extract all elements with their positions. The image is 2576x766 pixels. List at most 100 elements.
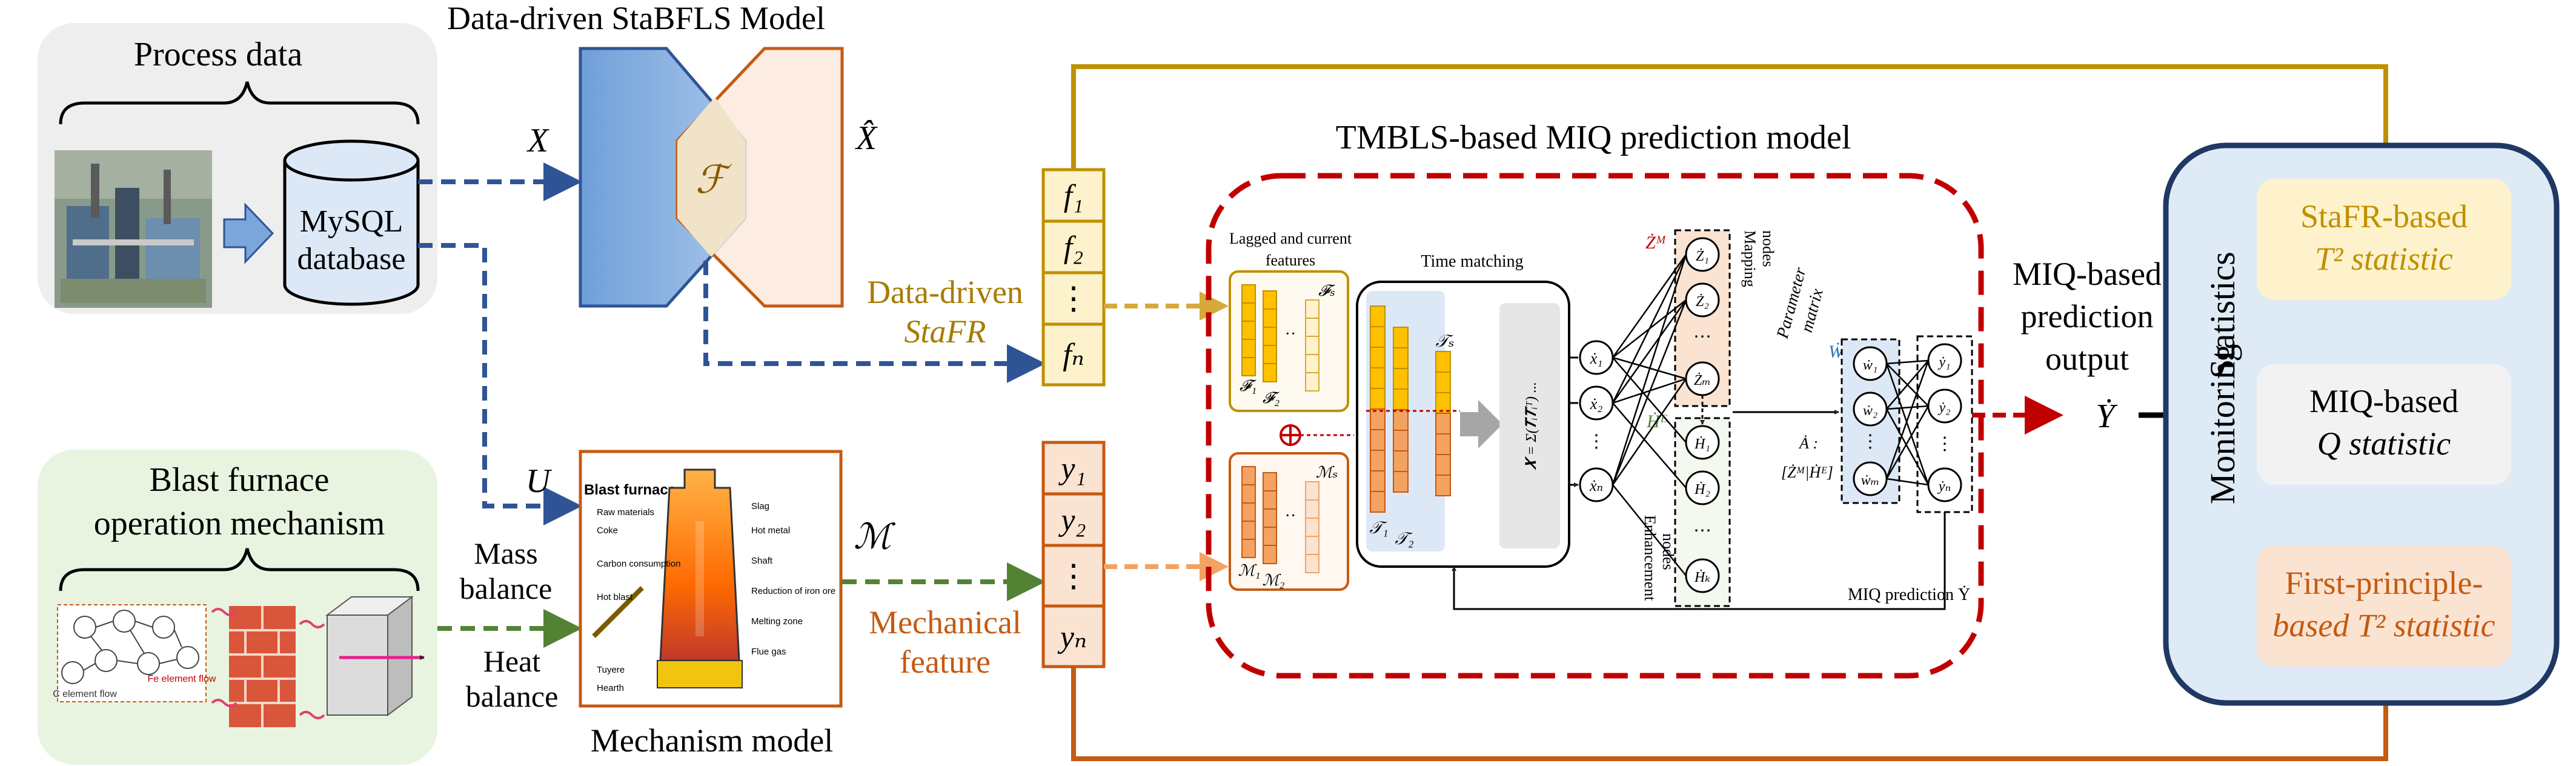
weight-node-dots: ⋮ (1861, 431, 1879, 451)
blast-furnace-title-line2: operation mechanism (94, 505, 385, 542)
mech-note-4: Tuyere (597, 665, 625, 675)
stafr-cell-2 (1041, 271, 1106, 326)
stafr-fn: fₙ (1063, 338, 1084, 372)
stafr-to-monitoring-line (1071, 64, 2405, 185)
lagged-label-line1: Lagged and current (1229, 230, 1352, 247)
time-matching-box: 𝒯₁ 𝒯₂ 𝒯ₛ 𝑿 = Σ(𝑻ᵢ𝑻ᵢᵀ) ... (1356, 281, 1570, 568)
heat-block-icon (325, 596, 425, 716)
lagged-label-line2: features (1266, 251, 1315, 269)
y-dot-symbol: Ẏ (2096, 398, 2118, 435)
weight-node-1-label: ẇ₁ (1863, 358, 1877, 373)
blast-furnace-panel: Blast furnace operation mechanism Fe ele… (38, 450, 437, 765)
t2-symbol: 𝒯₂ (1395, 530, 1413, 548)
stafr-stat-line2: T² statistic (2315, 241, 2453, 277)
weight-node-m-label: ẇₘ (1861, 473, 1880, 488)
element-flow-graph: Fe element flow C element flow (53, 604, 216, 702)
process-data-title: Process data (134, 36, 303, 73)
mech-note-7: Hot metal (751, 525, 790, 536)
u-flow-arrow (418, 243, 582, 525)
time-matching-label: Time matching (1421, 252, 1523, 271)
tmbls-title: TMBLS-based MIQ prediction model (1336, 119, 1851, 156)
a-label: Ȧ : (1798, 435, 1818, 452)
stafr-cell-1 (1041, 219, 1106, 275)
mass-balance-line2: balance (460, 571, 553, 605)
mech-dots: ⋮ (1058, 559, 1089, 594)
mechanism-notes: Raw materials Coke Carbon consumption Ho… (597, 501, 835, 693)
mechanism-model: Blast furnace Raw materials Coke Carbon … (579, 450, 843, 759)
miq-stat-line1: MIQ-based (2309, 383, 2458, 419)
database-label-line1: MySQL (300, 204, 403, 239)
stafr-label-line1: Data-driven (867, 274, 1023, 310)
mapping-node-2-label: Ż₂ (1696, 294, 1709, 310)
mech-note-5: Hearth (597, 683, 624, 693)
output-node-1-label: ẏ₁ (1938, 355, 1951, 370)
t1-symbol: 𝒯₁ (1369, 519, 1388, 538)
output-label-line3: output (2045, 341, 2129, 377)
blast-furnace-title-line1: Blast furnace (150, 461, 330, 499)
mech-note-3: Hot blast (597, 592, 633, 602)
stabfls-overlap (677, 97, 745, 257)
stafr-statistic-card (2257, 179, 2511, 300)
ts-symbol: 𝒯ₛ (1436, 332, 1455, 351)
mysql-database-icon: MySQL database (283, 139, 420, 306)
mech-note-6: Slag (751, 501, 769, 511)
mech-note-1: Coke (597, 525, 618, 536)
heat-balance-line1: Heat (483, 644, 540, 678)
stafr-cell-0 (1041, 168, 1106, 223)
stafr-f1: f₁ (1064, 179, 1084, 213)
enh-label-line1: Enhancement (1641, 515, 1659, 601)
enh-label-line2: nodes (1659, 533, 1677, 570)
stafr-feature-stack: f₁ f₂ ⋮ fₙ Data-driven StaFR (867, 168, 1106, 387)
prediction-feedback-line (1452, 512, 1946, 610)
input-node-n-label: ẋₙ (1589, 477, 1603, 495)
stafr-f2: f₂ (1064, 230, 1084, 265)
enhancement-node-group: Ḣ₁ Ḣ₂ ⋯ Ḣₖ Ḣᴱ Enhancement nodes (1641, 395, 1731, 607)
brick-wall-icon (211, 606, 325, 727)
mapping-label-line1: Mapping (1741, 230, 1759, 287)
mech-label-line2: feature (900, 644, 991, 680)
stabfls-title: Data-driven StaBFLS Model (447, 0, 825, 36)
m1-symbol: ℳ₁ (1238, 562, 1261, 579)
mech-note-8: Shaft (751, 556, 773, 566)
fp-stat-line2: based T² statistic (2272, 607, 2495, 644)
fp-statistic-card (2257, 545, 2511, 667)
output-label-line2: prediction (2021, 298, 2154, 335)
fs-symbol: 𝓕ₛ (1318, 282, 1335, 299)
enh-node-2-label: Ḣ₂ (1694, 482, 1710, 498)
stafr-label-line2: StaFR (905, 313, 986, 350)
f1-symbol: 𝓕₁ (1240, 377, 1256, 395)
lagged-m-box: ·· ℳ₁ ℳ₂ ℳₛ (1229, 452, 1349, 591)
miq-prediction-label: MIQ prediction Ẏ (1848, 585, 1970, 604)
u-label: U (526, 462, 553, 500)
mechanism-inner-title: Blast furnace (584, 482, 676, 498)
mapping-label-line2: nodes (1759, 230, 1777, 267)
mech-note-2: Carbon consumption (597, 559, 680, 569)
input-node-dots: ⋮ (1587, 431, 1605, 451)
output-node-n-label: ẏₙ (1937, 479, 1951, 495)
miq-statistic-card (2257, 364, 2511, 485)
stafr-flow-arrow (703, 261, 1046, 383)
input-node-layer: ẋ₁ ẋ₂ ⋮ ẋₙ (1569, 340, 1614, 502)
process-data-brace (59, 81, 420, 125)
input-node-2-label: ẋ₂ (1590, 395, 1603, 413)
stafr-dots: ⋮ (1058, 282, 1089, 316)
mech-y2: y₂ (1058, 503, 1086, 538)
weight-node-group: ẇ₁ ẇ₂ ⋮ ẇₘ (1841, 338, 1900, 504)
output-node-dots: ⋮ (1936, 434, 1954, 454)
hot-blast-pipe-icon (592, 586, 644, 638)
mechanical-symbol: ℳ (854, 517, 896, 556)
output-node-2-label: ẏ₂ (1938, 400, 1951, 416)
mech-note-11: Flue gas (751, 647, 786, 657)
time-matching-formula: 𝑿 = Σ(𝑻ᵢ𝑻ᵢᵀ) ... (1524, 382, 1539, 470)
f2-symbol: 𝓕₂ (1263, 389, 1280, 407)
matching-arrow-icon (1460, 400, 1502, 448)
mapping-node-m-label: Żₘ (1694, 373, 1711, 388)
weight-node-2-label: ẇ₂ (1863, 403, 1877, 419)
mapping-node-group: Ż₁ Ż₂ ⋯ Żₘ Żᴹ Mapping nodes (1645, 229, 1777, 407)
x-input-label: X (526, 122, 550, 159)
process-data-panel: Process data MySQL database (38, 23, 437, 314)
mechanism-title: Mechanism model (591, 722, 833, 759)
mapping-node-1-label: Ż₁ (1696, 248, 1709, 264)
stafr-stat-line1: StaFR-based (2300, 198, 2468, 235)
